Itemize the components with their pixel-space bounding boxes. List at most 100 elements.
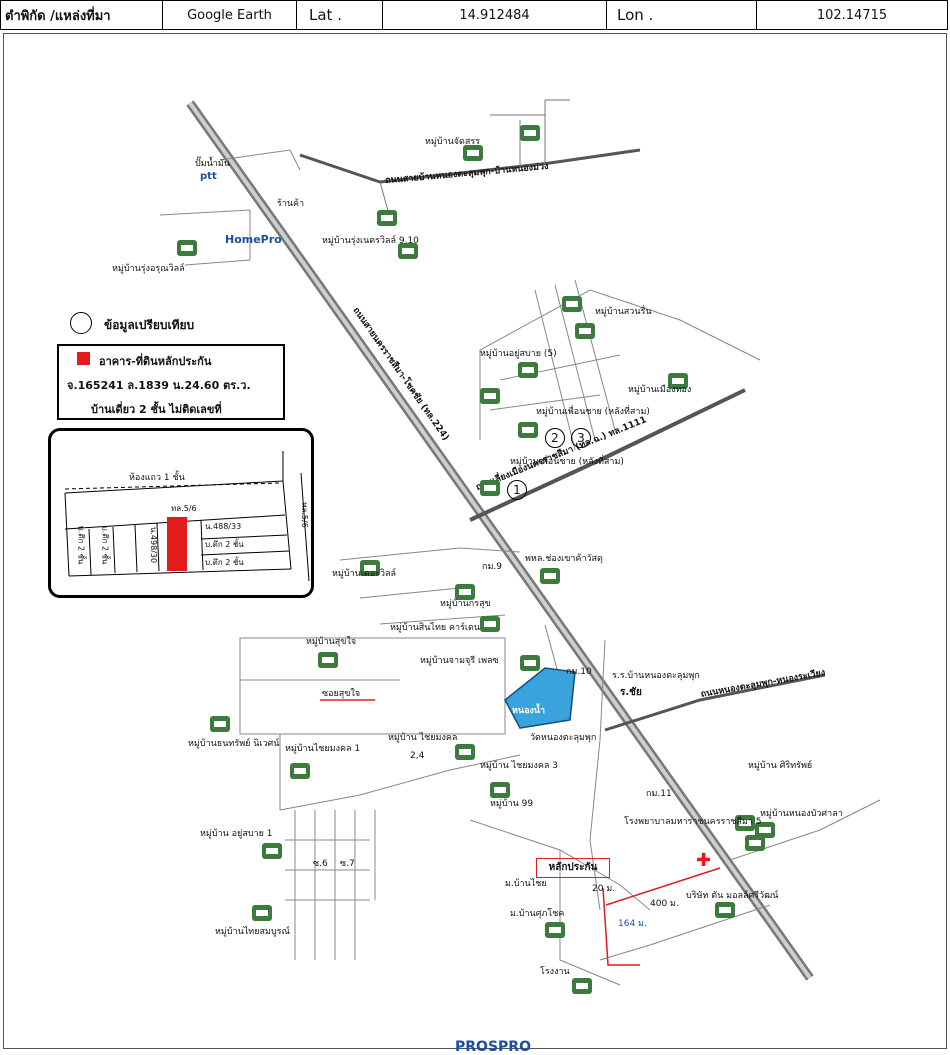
mo-label: ม.บ้านศุภโชค — [510, 909, 565, 919]
village-label: หมู่บ้าน อยู่สบาย 1 — [200, 829, 273, 839]
village-label: หมู่บ้านไทยสมบูรณ์ — [215, 927, 290, 937]
distance-164: 164 ม. — [618, 919, 647, 929]
village-label: หมู่บ้านสวนรื่น — [595, 307, 652, 317]
village-house-icon — [252, 905, 272, 921]
plot-top-label: ห้องแถว 1 ชั้น — [129, 473, 185, 483]
school-label: ร.ร.บ้านหนองตะลุมพุก — [612, 671, 700, 681]
source-value: Google Earth — [163, 1, 297, 29]
village-label: หมู่บ้านเมืองทอง — [628, 385, 692, 395]
village-house-icon — [480, 616, 500, 632]
village-house-icon — [360, 560, 380, 576]
village-house-icon — [398, 243, 418, 259]
village-house-icon — [480, 388, 500, 404]
village-label: หมู่บ้านจัดสรร — [425, 137, 481, 147]
ptt-label: ptt — [200, 171, 217, 182]
village-house-icon — [540, 568, 560, 584]
village-label: หมู่บ้านเพื่อนชาย (หลังที่สาม) — [536, 407, 650, 417]
village-label: หมู่บ้าน ไชยมงคล 3 — [480, 761, 559, 771]
village-house-icon — [455, 584, 475, 600]
village-label: หมู่บ้านธนทรัพย์ นิเวศน์ — [188, 739, 280, 749]
soi-label: ซอยสุขใจ — [322, 689, 361, 699]
village-house-icon — [177, 240, 197, 256]
village-house-icon — [518, 422, 538, 438]
village-house-icon — [210, 716, 230, 732]
village-label: หมู่บ้าน ศิริทรัพย์ — [748, 761, 813, 771]
km-label: กม.11 — [646, 789, 672, 799]
hospital-cross-icon: ✚ — [696, 850, 712, 871]
legend-comparable-label: ข้อมูลเปรียบเทียบ — [104, 318, 195, 332]
village-house-icon — [545, 922, 565, 938]
village-label: หมู่บ้านกรสุข — [440, 599, 491, 609]
comparable-1: 1 — [507, 480, 527, 500]
plot-lot-c: น.488/33 — [205, 522, 242, 531]
village-label: หมู่บ้านรุ่งเนตรวิลล์ 9,10 — [322, 236, 419, 246]
ptt-station-label: ปั๊มน้ำมัน — [195, 159, 230, 169]
village-house-icon — [290, 763, 310, 779]
village-house-icon — [318, 652, 338, 668]
village-house-icon — [377, 210, 397, 226]
legend-circle-icon — [70, 312, 92, 334]
property-title: อาคาร-ที่ดินหลักประกัน — [99, 355, 212, 368]
comparable-2: 2 — [545, 428, 565, 448]
village-house-icon — [520, 125, 540, 141]
village-house-icon — [562, 296, 582, 312]
lat-label: Lat . — [297, 1, 383, 29]
village-house-icon — [490, 782, 510, 798]
distance-20: 20 ม. — [592, 884, 616, 894]
village-house-icon — [735, 815, 755, 831]
property-deed: จ.165241 ล.1839 น.24.60 ตร.ว. — [67, 379, 251, 392]
village-label: หมู่บ้าน ไชยมงคล — [388, 733, 458, 743]
plot-center-label: ทล.5/6 — [171, 504, 197, 513]
plot-right-label: ทล.5/6 — [299, 502, 309, 528]
village-house-icon — [572, 978, 592, 994]
km-right-label: ร.ชัย — [620, 687, 642, 698]
map-frame — [3, 33, 947, 1049]
factory-label: โรงงาน — [540, 967, 570, 977]
lane-label: ซ.7 — [340, 859, 355, 869]
village-house-icon — [745, 835, 765, 851]
village-label: หมู่บ้าน 99 — [490, 799, 534, 809]
pond — [504, 667, 576, 729]
village-label: หมู่บ้านเดอะวิลล์ — [332, 569, 397, 579]
mo-label: ม.บ้านไชย — [505, 879, 547, 889]
shop-label: ร้านค้า — [277, 199, 305, 209]
village-house-icon — [518, 362, 538, 378]
property-info-box: อาคาร-ที่ดินหลักประกัน จ.165241 ล.1839 น… — [57, 344, 285, 420]
village-label: หมู่บ้านเพื่อนชาย (หลังที่สาม) — [510, 457, 624, 467]
village-house-icon — [262, 843, 282, 859]
village-label: หมู่บ้านสุขใจ — [306, 637, 357, 647]
distance-400: 400 ม. — [650, 899, 679, 909]
village-house-icon — [575, 323, 595, 339]
village-house-icon — [455, 744, 475, 760]
village-label: หมู่บ้านไชยมงคล 1 — [285, 744, 361, 754]
plot-lot-e: บ.ตึก 2 ชั้น — [205, 540, 244, 549]
bottom-logo-label: PROSPRO — [455, 1039, 531, 1055]
lon-label: Lon . — [607, 1, 757, 29]
village-label: หมู่บ้านจามจุรี เพลซ — [420, 656, 499, 666]
hospital-label: โรงพยาบาลมหาราชนครราชสีมา 5 — [624, 817, 762, 827]
comparable-3: 3 — [571, 428, 591, 448]
collateral-label: หลักประกัน — [536, 858, 610, 878]
location-label: ตำพิกัด /แหล่งที่มา — [1, 1, 163, 29]
plot-lot-b: บ.ตึก 2 ชั้น — [100, 525, 110, 565]
village-house-icon — [715, 902, 735, 918]
village-label: หมู่บ้านรุ่งอรุณวิลล์ — [112, 264, 185, 274]
lat-value: 14.912484 — [383, 1, 607, 29]
lane-label: 2,4 — [410, 751, 425, 761]
red-square-icon — [77, 352, 90, 365]
village-house-icon — [463, 145, 483, 161]
village-label: หมู่บ้านสินไทย คาร์เดน — [390, 623, 481, 633]
km-label: กม.9 — [482, 562, 502, 572]
plot-lot-a: บ.ตึก 2 ชั้น — [76, 525, 86, 565]
lon-value: 102.14715 — [816, 7, 888, 23]
plot-inset: ห้องแถว 1 ชั้น ทล.5/6 ทล.5/6 บ.ตึก 2 ชั้… — [48, 428, 314, 598]
km-label: กม.10 — [566, 667, 592, 677]
village-house-icon — [755, 822, 775, 838]
warehouse-label: พหล.ช่องเขาค้าวัสดุ — [525, 554, 603, 564]
homepro-label: HomePro — [225, 233, 282, 246]
lane-label: ซ.6 — [313, 859, 328, 869]
village-label: หมู่บ้านหนองบัวศาลา — [760, 809, 843, 819]
village-house-icon — [480, 480, 500, 496]
village-label: หมู่บ้านอยู่สบาย (5) — [480, 349, 557, 359]
